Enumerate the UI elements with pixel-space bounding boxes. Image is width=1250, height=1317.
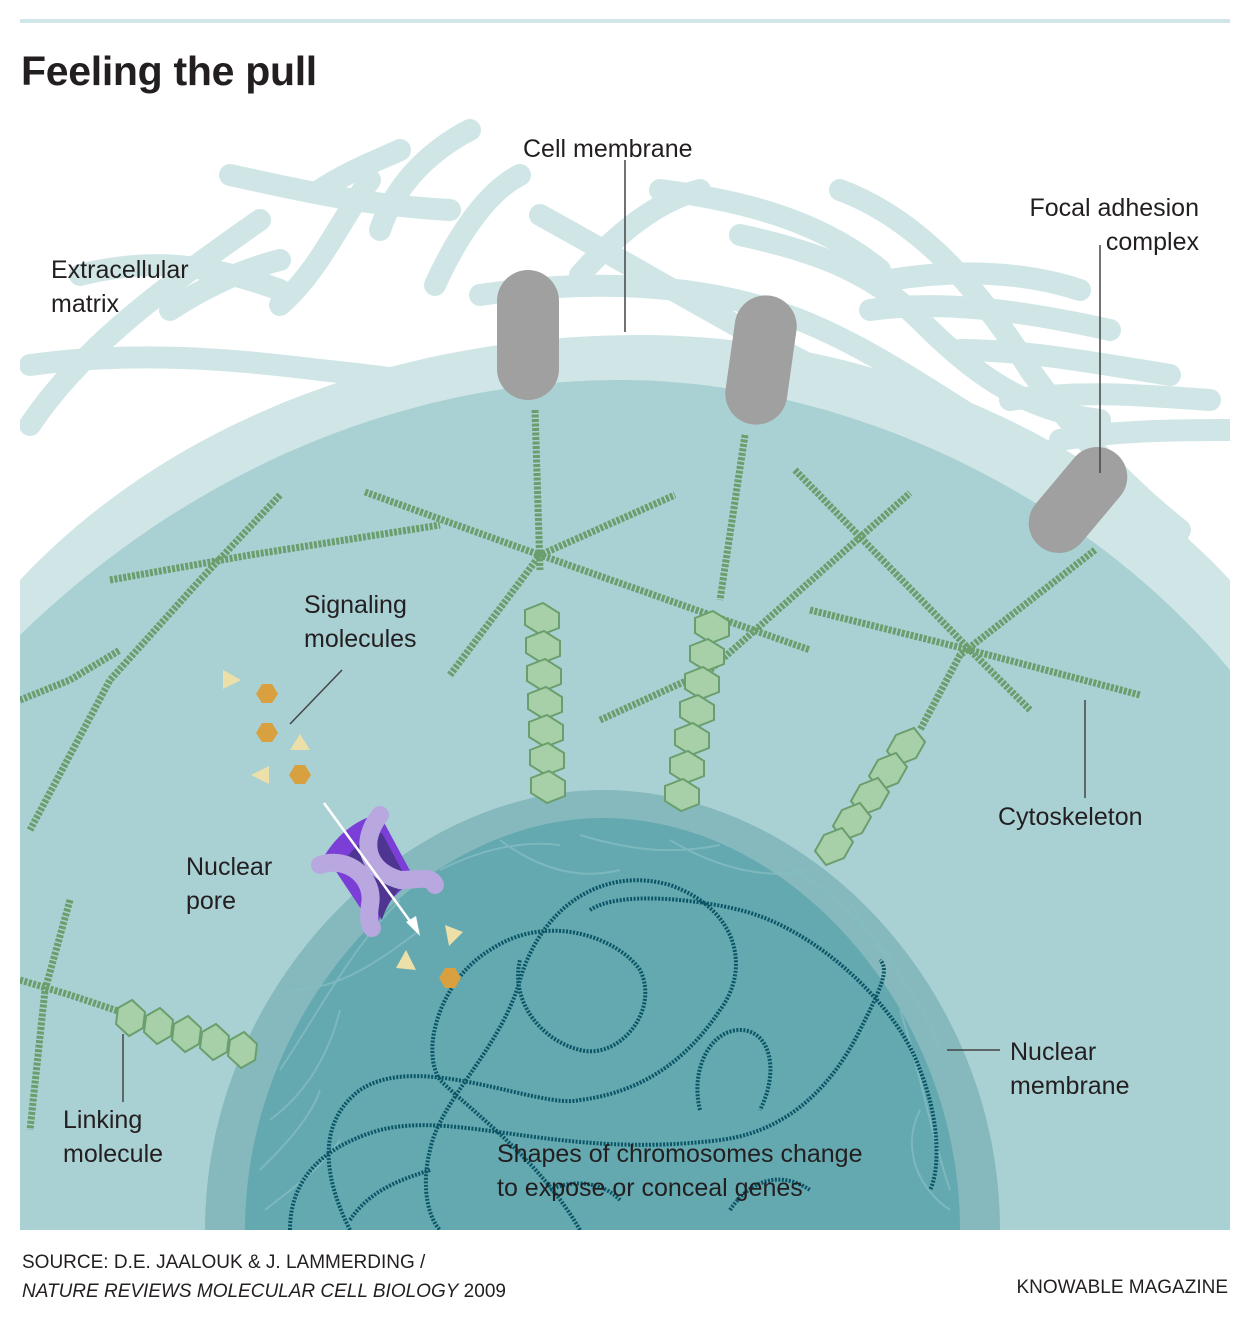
leader-lines <box>122 160 1101 1102</box>
chromatin <box>288 878 939 1230</box>
nuclear-lamina <box>259 834 951 1211</box>
focal-adhesion-3 <box>1028 447 1128 553</box>
signal-hexagon <box>289 765 311 784</box>
source-journal-line: NATURE REVIEWS MOLECULAR CELL BIOLOGY 20… <box>22 1277 506 1306</box>
signal-triangle <box>445 925 463 946</box>
top-rule <box>20 19 1230 23</box>
leader-signaling <box>289 669 343 725</box>
linker-chain-3 <box>813 726 927 867</box>
source-year: 2009 <box>458 1281 506 1302</box>
cell-illustration <box>20 119 1230 1230</box>
focal-adhesion-complexes <box>497 270 1128 553</box>
linking-molecules <box>114 601 927 1070</box>
focal-adhesion-1 <box>497 270 559 400</box>
linker-chain-2 <box>664 609 730 813</box>
signal-triangle <box>396 950 416 970</box>
cytoskeleton <box>20 409 1141 1131</box>
label-cytoskeleton: Cytoskeleton <box>998 803 1143 831</box>
linker-chain-1 <box>524 601 566 805</box>
signal-hexagon <box>439 968 461 988</box>
source-credit: SOURCE: D.E. JAALOUK & J. LAMMERDING / N… <box>22 1248 506 1306</box>
focal-adhesion-2 <box>725 295 797 425</box>
signal-hexagon <box>256 684 278 703</box>
source-line: SOURCE: D.E. JAALOUK & J. LAMMERDING / <box>22 1252 426 1273</box>
signal-hexagon <box>256 723 278 742</box>
page-title: Feeling the pull <box>21 48 317 94</box>
signal-triangle <box>290 734 310 750</box>
journal-name: NATURE REVIEWS MOLECULAR CELL BIOLOGY <box>22 1281 459 1302</box>
label-cell-membrane: Cell membrane <box>523 135 693 163</box>
arrowhead-icon <box>406 916 420 936</box>
linker-chain-4 <box>114 998 259 1070</box>
signal-flow-arrow <box>322 802 417 929</box>
signal-triangle <box>223 670 241 689</box>
signaling-molecules <box>223 670 463 988</box>
publisher-credit: KNOWABLE MAGAZINE <box>1016 1277 1229 1298</box>
signal-triangle <box>251 766 269 784</box>
